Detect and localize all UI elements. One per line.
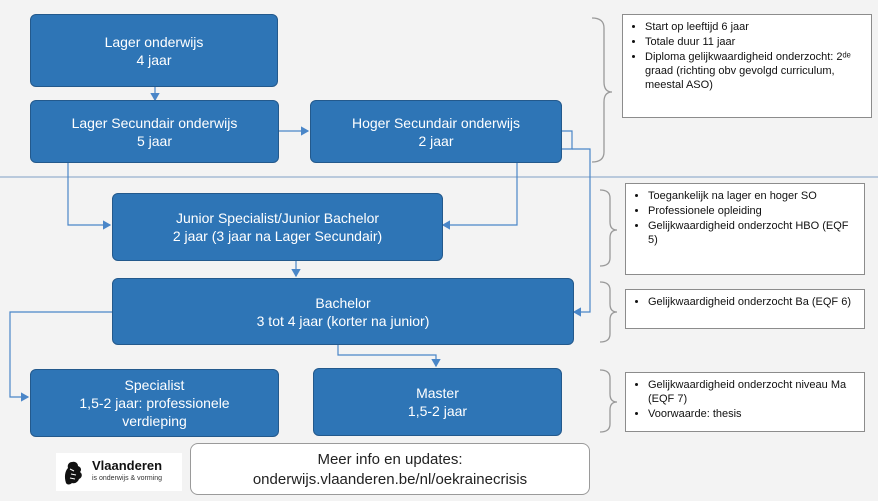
brace-master [599, 369, 618, 433]
box-hoger-secundair-title: Hoger Secundair onderwijs [351, 114, 521, 131]
note-secundair-item: Totale duur 11 jaar [645, 35, 865, 49]
brace-bachelor [599, 281, 618, 343]
box-lager-secundair-title: Lager Secundair onderwijs [71, 114, 238, 131]
info-link[interactable]: onderwijs.vlaanderen.be/nl/oekrainecrisi… [252, 471, 528, 488]
info-box: Meer info en updates: onderwijs.vlaander… [190, 443, 590, 495]
note-bachelor-item: Gelijkwaardigheid onderzocht Ba (EQF 6) [648, 295, 858, 309]
note-secundair: Start op leeftijd 6 jaar Totale duur 11 … [622, 14, 872, 118]
info-heading: Meer info en updates: [317, 451, 463, 468]
brace-junior [599, 189, 618, 267]
box-lager-onderwijs: Lager onderwijs 4 jaar [30, 14, 278, 87]
box-specialist-duration: 1,5-2 jaar: professionele [79, 395, 230, 411]
box-bachelor: Bachelor 3 tot 4 jaar (korter na junior) [112, 278, 574, 345]
box-specialist: Specialist 1,5-2 jaar: professionele ver… [30, 369, 279, 437]
note-secundair-item: Start op leeftijd 6 jaar [645, 20, 865, 34]
lion-icon [64, 461, 82, 485]
note-bachelor: Gelijkwaardigheid onderzocht Ba (EQF 6) [625, 289, 865, 329]
box-junior-title: Junior Specialist/Junior Bachelor [175, 210, 380, 226]
box-junior: Junior Specialist/Junior Bachelor 2 jaar… [112, 193, 443, 261]
note-master: Gelijkwaardigheid onderzocht niveau Ma (… [625, 372, 865, 432]
box-master-duration: 1,5-2 jaar [407, 403, 468, 419]
note-master-item: Voorwaarde: thesis [648, 407, 858, 421]
arrow-ls-to-junior [67, 163, 112, 230]
box-specialist-detail: verdieping [122, 413, 187, 429]
box-junior-duration: 2 jaar (3 jaar na Lager Secundair) [172, 228, 383, 244]
box-lager-duration: 4 jaar [136, 51, 172, 68]
note-junior-item: Professionele opleiding [648, 204, 858, 218]
logo-name: Vlaanderen [92, 458, 163, 473]
note-junior: Toegankelijk na lager en hoger SO Profes… [625, 183, 865, 275]
logo-tagline: is onderwijs & vorming [92, 475, 163, 482]
note-junior-item: Gelijkwaardigheid onderzocht HBO (EQF 5) [648, 219, 858, 247]
vlaanderen-logo: Vlaanderen is onderwijs & vorming [56, 453, 182, 491]
box-lager-title: Lager onderwijs [104, 33, 204, 50]
box-bachelor-title: Bachelor [315, 294, 371, 311]
box-lager-secundair: Lager Secundair onderwijs 5 jaar [30, 100, 279, 163]
arrow-bachelor-to-specialist [9, 311, 112, 402]
arrow-bachelor-to-master [337, 345, 441, 368]
note-secundair-item: Diploma gelijkwaardigheid onderzocht: 2ᵈ… [645, 50, 865, 92]
box-hoger-secundair: Hoger Secundair onderwijs 2 jaar [310, 100, 562, 163]
box-master: Master 1,5-2 jaar [313, 368, 562, 436]
box-bachelor-duration: 3 tot 4 jaar (korter na junior) [256, 312, 430, 329]
note-junior-item: Toegankelijk na lager en hoger SO [648, 189, 858, 203]
box-specialist-title: Specialist [124, 377, 185, 393]
box-lager-secundair-duration: 5 jaar [136, 132, 173, 149]
note-master-item: Gelijkwaardigheid onderzocht niveau Ma (… [648, 378, 858, 406]
arrow-hs-to-bachelor [572, 148, 591, 317]
brace-secundair [591, 17, 613, 163]
box-hoger-secundair-duration: 2 jaar [418, 132, 454, 149]
box-master-title: Master [416, 385, 459, 401]
